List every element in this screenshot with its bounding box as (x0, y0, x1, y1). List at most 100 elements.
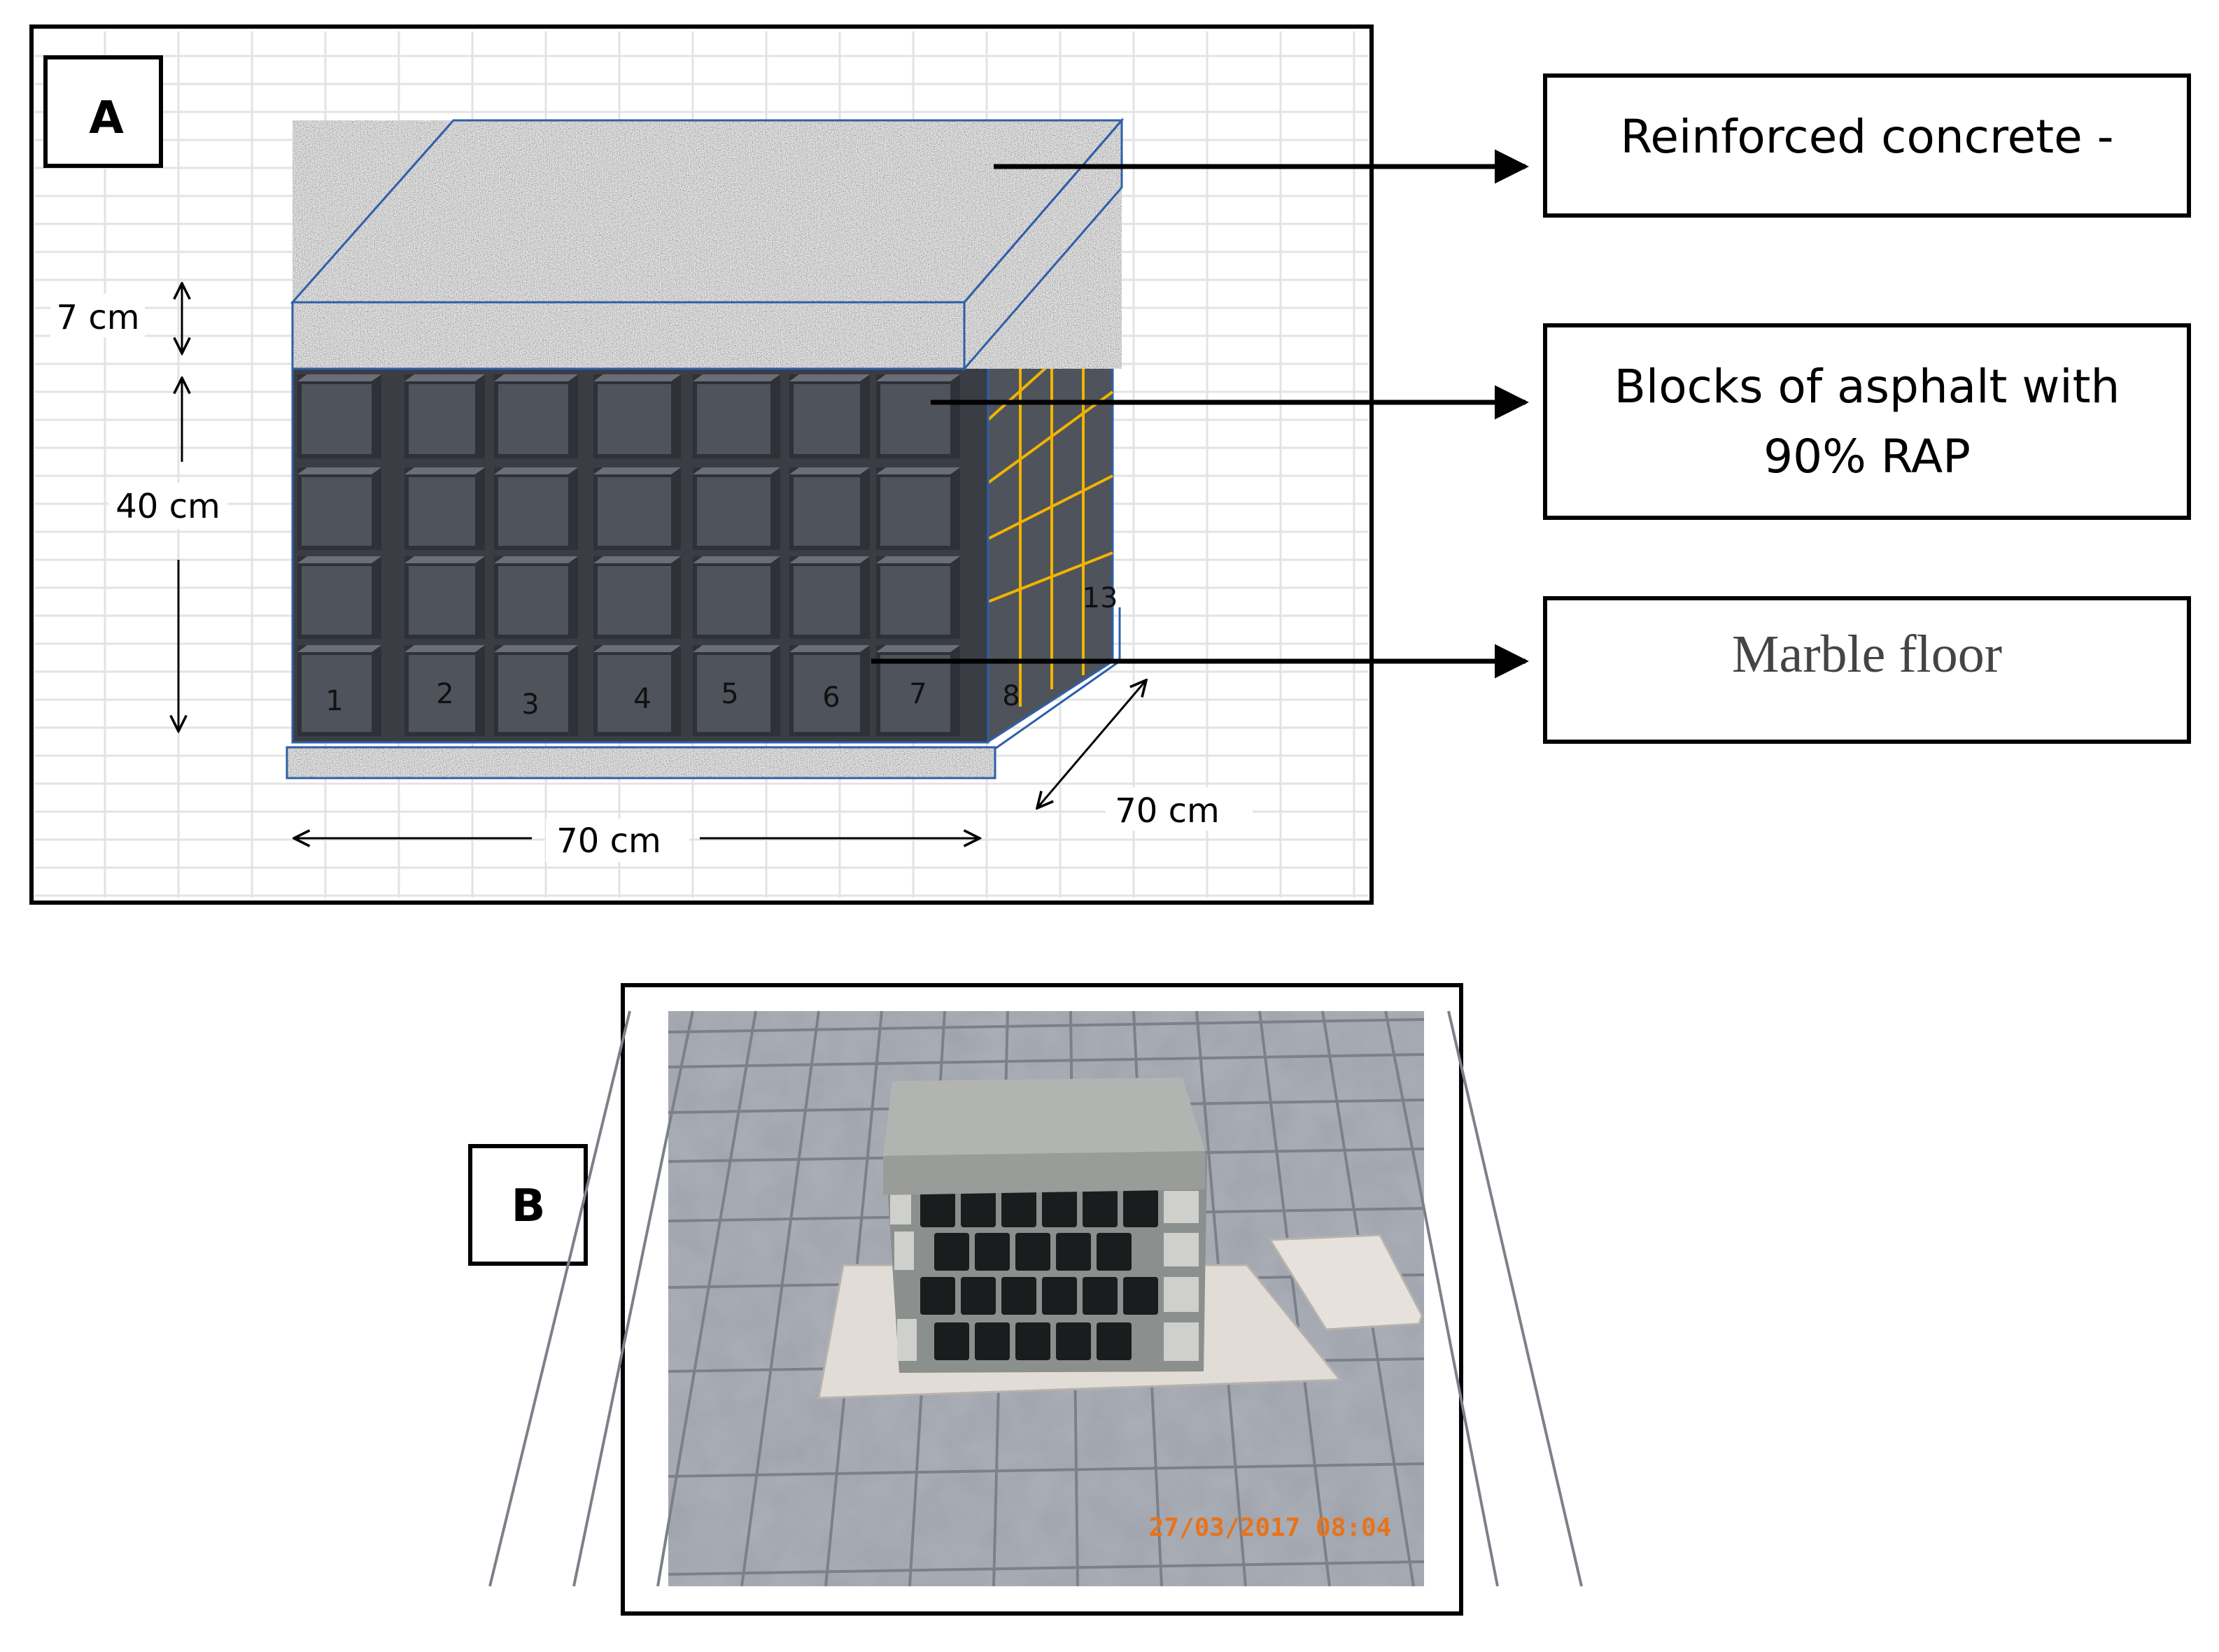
asphalt-block-top (693, 467, 780, 474)
photo-asphalt-block (934, 1322, 969, 1360)
paving-line (740, 1010, 820, 1587)
photo-asphalt-block (1097, 1233, 1132, 1271)
block-numbers: 1 2 3 4 5 6 7 8 13 (325, 582, 1118, 721)
paving-line (572, 1010, 694, 1587)
panel-b: B 27/03/2017 08:04 (468, 983, 1583, 1616)
asphalt-block-face (409, 655, 475, 732)
panel-a-label: A (89, 92, 124, 144)
photo-asphalt-block (1056, 1322, 1091, 1360)
asphalt-block-face (794, 655, 860, 732)
callouts: Reinforced concrete - Blocks of asphalt … (871, 73, 2191, 744)
asphalt-block-face (409, 477, 475, 546)
asphalt-block-top (593, 374, 681, 381)
photo-asphalt-block (975, 1322, 1010, 1360)
top-height-label: 7 cm (57, 298, 140, 337)
asphalt-block-face (409, 384, 475, 454)
photo-asphalt-block (1015, 1322, 1050, 1360)
asphalt-block-face (498, 655, 568, 732)
panel-a-label-box (43, 55, 163, 168)
asphalt-block-face (794, 384, 860, 454)
block-number-8: 8 (1002, 680, 1020, 712)
asphalt-block-face (794, 566, 860, 635)
photo-asphalt-block (1042, 1277, 1077, 1315)
callout-label-marble: Marble floor (1732, 625, 2002, 684)
photo-timestamp: 27/03/2017 08:04 (1149, 1513, 1392, 1542)
asphalt-block-top (876, 645, 960, 652)
photo-asphalt-block (961, 1189, 996, 1227)
asphalt-block-top (404, 645, 485, 652)
asphalt-block-face (880, 655, 950, 732)
asphalt-block-top (693, 556, 780, 563)
asphalt-block-face (302, 384, 372, 454)
asphalt-block-face (880, 384, 950, 454)
photo-asphalt-block (1001, 1277, 1036, 1315)
asphalt-block-grid (297, 374, 960, 736)
block-number-4: 4 (633, 683, 651, 715)
asphalt-block-top (789, 374, 870, 381)
asphalt-block-top (876, 556, 960, 563)
asphalt-block-top (297, 467, 381, 474)
photo-asphalt-block (1123, 1277, 1158, 1315)
photo-asphalt-block (1015, 1233, 1050, 1271)
paving-line (668, 1560, 1425, 1576)
asphalt-block-top (297, 556, 381, 563)
asphalt-block-top (494, 374, 578, 381)
paving-line (668, 1018, 1425, 1033)
asphalt-block-face (697, 566, 770, 635)
concrete-slab-side-face (964, 120, 1122, 369)
asphalt-block-face (498, 566, 568, 635)
photo-asphalt-block (920, 1277, 955, 1315)
block-number-5: 5 (721, 678, 738, 710)
asphalt-block-face (498, 384, 568, 454)
photo-concrete-cap-front (883, 1151, 1205, 1195)
asphalt-block-face (598, 384, 671, 454)
callout-box-marble (1543, 596, 2191, 744)
asphalt-block-face (598, 655, 671, 732)
callout-label-concrete: Reinforced concrete - (1620, 110, 2113, 164)
width-label: 70 cm (556, 821, 661, 861)
concrete-slab-outline (290, 117, 1125, 372)
panel-b-label-box (468, 1144, 588, 1266)
panel-b-label: B (512, 1180, 546, 1232)
callout-label-blocks-line-1: Blocks of asphalt with (1614, 360, 2120, 414)
asphalt-block-top (693, 374, 780, 381)
asphalt-block-top (593, 556, 681, 563)
photo-asphalt-block (975, 1233, 1010, 1271)
asphalt-block-face (598, 477, 671, 546)
paving-line (1384, 1010, 1499, 1587)
asphalt-block-face (302, 477, 372, 546)
specimen-photo: 27/03/2017 08:04 (488, 1010, 1583, 1587)
paving-line (1447, 1010, 1583, 1587)
concrete-slab-front-face (293, 302, 964, 369)
asphalt-block-face (697, 477, 770, 546)
photo-asphalt-block (1083, 1189, 1118, 1227)
asphalt-block-top (494, 645, 578, 652)
asphalt-block-top (404, 374, 485, 381)
photo-concrete-cap-top (883, 1078, 1205, 1156)
asphalt-block-top (693, 645, 780, 652)
asphalt-block-top (593, 467, 681, 474)
photo-asphalt-block (961, 1277, 996, 1315)
asphalt-block-face (498, 477, 568, 546)
block-number-7: 7 (909, 678, 927, 710)
block-number-3: 3 (521, 689, 539, 721)
marble-floor-slab (287, 747, 995, 778)
asphalt-block-top (876, 467, 960, 474)
asphalt-block-top (789, 645, 870, 652)
asphalt-block-face (409, 566, 475, 635)
callout-label-blocks-line-2: 90% RAP (1763, 430, 1971, 483)
photo-asphalt-block (1083, 1277, 1118, 1315)
photo-asphalt-block (934, 1233, 969, 1271)
asphalt-block-top (404, 556, 485, 563)
asphalt-block-face (880, 477, 950, 546)
photo-asphalt-block (1123, 1189, 1158, 1227)
block-number-13: 13 (1083, 582, 1118, 614)
asphalt-block-top (404, 467, 485, 474)
asphalt-block-face (697, 384, 770, 454)
asphalt-block-top (297, 374, 381, 381)
asphalt-block-face (697, 655, 770, 732)
photo-asphalt-block (1042, 1189, 1077, 1227)
callout-box-blocks (1543, 323, 2191, 520)
panel-a: A 1 2 3 4 5 6 7 8 13 (29, 24, 1374, 905)
